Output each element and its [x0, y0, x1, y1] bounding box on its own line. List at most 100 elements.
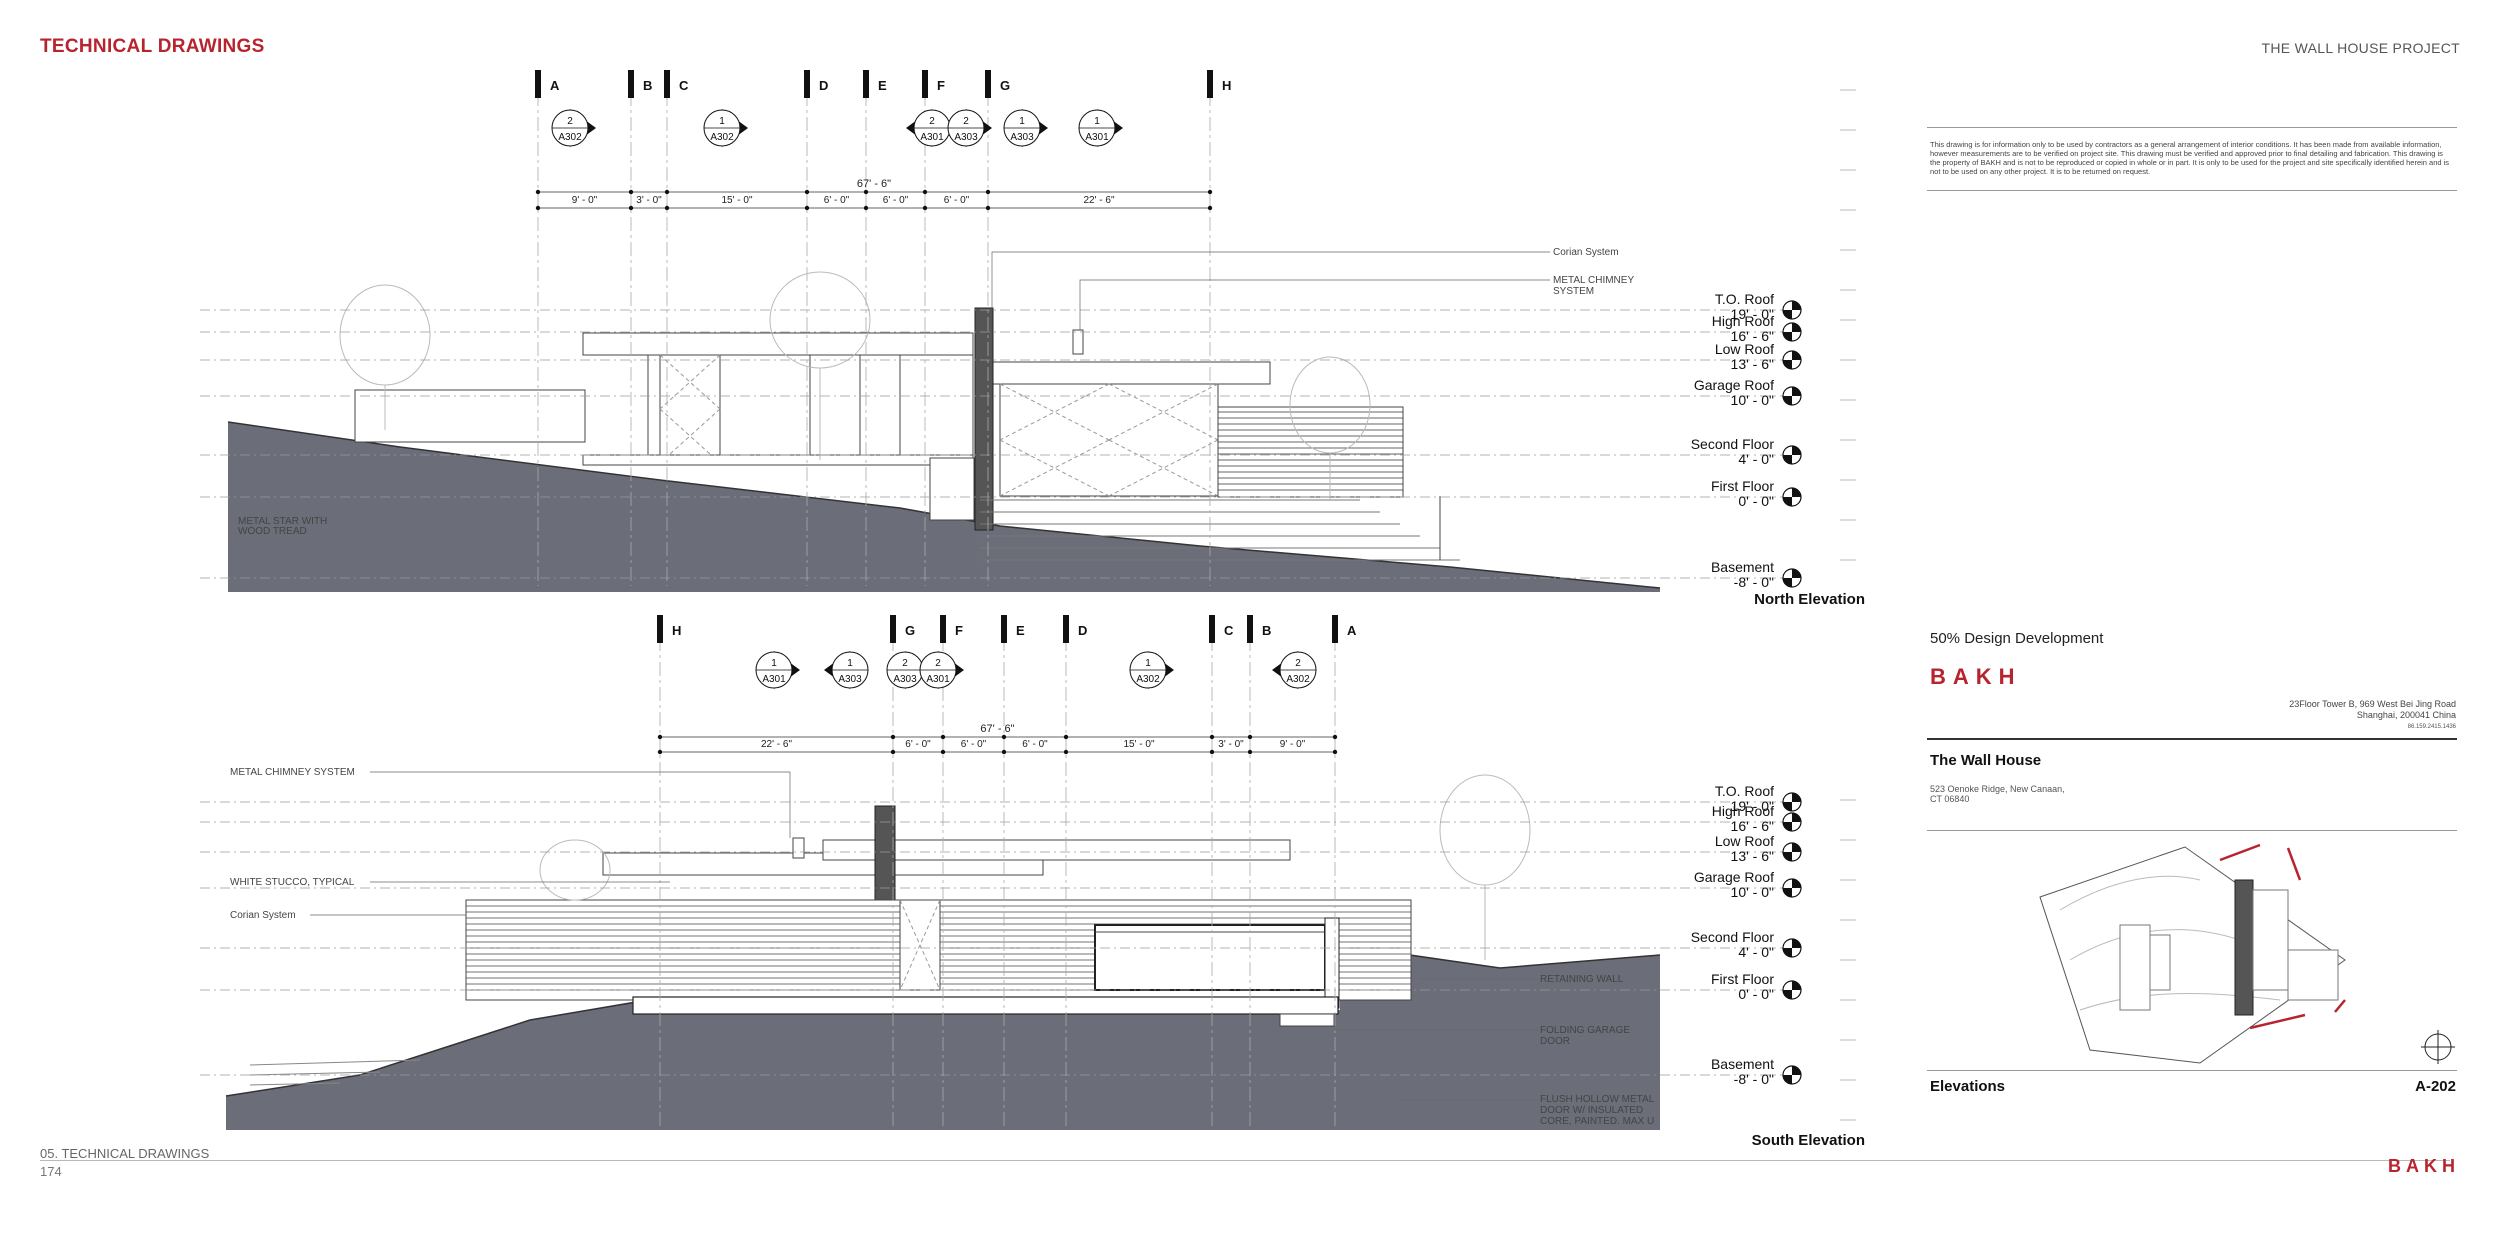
level-elevation: 16' - 6" — [1731, 328, 1774, 344]
section-number: 1 — [1145, 658, 1151, 669]
dimension-tick — [1001, 749, 1007, 755]
level-name: Low Roof — [1715, 833, 1774, 849]
section-number: 2 — [963, 116, 969, 127]
level-elevation: 19' - 0" — [1731, 306, 1774, 322]
callout-south-chimney: METAL CHIMNEY SYSTEM — [230, 767, 355, 778]
project-address-2: CT 06840 — [1930, 794, 1970, 804]
dimension-tick — [1332, 734, 1338, 740]
phase-label: 50% Design Development — [1930, 630, 2104, 647]
section-number: 1 — [1094, 116, 1100, 127]
level-marker-fill — [1792, 446, 1801, 455]
level-elevation: 4' - 0" — [1738, 451, 1774, 467]
dimension-tick — [657, 749, 663, 755]
overall-dimension: 67' - 6" — [980, 723, 1014, 735]
callout-leader — [991, 251, 1550, 310]
grid-marker — [940, 615, 946, 643]
grid-label: D — [1078, 623, 1087, 638]
dimension-tick — [804, 205, 810, 211]
level-marker-fill — [1792, 301, 1801, 310]
grid-label: B — [643, 78, 652, 93]
grid-label: B — [1262, 623, 1271, 638]
section-sheet-ref: A302 — [1286, 674, 1310, 685]
level-elevation: 10' - 0" — [1731, 884, 1774, 900]
dimension-value: 6' - 0" — [824, 195, 850, 206]
grid-label: F — [955, 623, 963, 638]
level-name: Garage Roof — [1694, 869, 1774, 885]
dimension-tick — [863, 205, 869, 211]
dimension-value: 6' - 0" — [944, 195, 970, 206]
dimension-value: 22' - 6" — [1083, 195, 1114, 206]
grid-label: H — [1222, 78, 1231, 93]
disclaimer-text: This drawing is for information only to … — [1930, 140, 2450, 176]
level-marker-fill — [1792, 351, 1801, 360]
level-name: High Roof — [1712, 803, 1774, 819]
level-marker-fill — [1783, 802, 1792, 811]
level-marker-fill — [1792, 323, 1801, 332]
project-name: The Wall House — [1930, 752, 2042, 769]
north-building — [354, 307, 1460, 561]
section-sheet-ref: A301 — [920, 132, 944, 143]
dimension-tick — [628, 205, 634, 211]
dimension-value: 9' - 0" — [1280, 739, 1306, 750]
edge-ticks — [1840, 89, 1856, 1121]
firm-logo: BAKH — [1930, 664, 2022, 689]
level-elevation: 16' - 6" — [1731, 818, 1774, 834]
grid-label: G — [905, 623, 915, 638]
level-marker-fill — [1783, 990, 1792, 999]
grid-marker — [863, 70, 869, 98]
level-name: Low Roof — [1715, 341, 1774, 357]
level-elevation: 13' - 6" — [1731, 356, 1774, 372]
level-marker-fill — [1792, 569, 1801, 578]
dimension-tick — [1001, 734, 1007, 740]
grid-marker — [890, 615, 896, 643]
grid-label: E — [1016, 623, 1025, 638]
dimension-tick — [985, 205, 991, 211]
level-marker-fill — [1792, 488, 1801, 497]
dimension-value: 15' - 0" — [1123, 739, 1154, 750]
dimension-tick — [1209, 749, 1215, 755]
firm-address-1: 23Floor Tower B, 969 West Bei Jing Road — [2289, 699, 2456, 709]
level-name: Second Floor — [1691, 929, 1775, 945]
grid-label: H — [672, 623, 681, 638]
section-sheet-ref: A301 — [762, 674, 786, 685]
grid-marker — [664, 70, 670, 98]
footer-divider — [40, 1160, 2450, 1161]
callout-hollow-door-2: DOOR W/ INSULATED — [1540, 1105, 1644, 1116]
level-marker-fill — [1783, 852, 1792, 861]
level-marker-fill — [1783, 360, 1792, 369]
level-marker-fill — [1792, 843, 1801, 852]
callout-garage-door-2: DOOR — [1540, 1036, 1570, 1047]
view-title: South Elevation — [1752, 1132, 1865, 1149]
dimension-value: 6' - 0" — [905, 739, 931, 750]
grid-marker — [1207, 70, 1213, 98]
level-marker-fill — [1783, 822, 1792, 831]
section-sheet-ref: A302 — [1136, 674, 1160, 685]
dimension-tick — [985, 189, 991, 195]
page-number: 174 — [40, 1164, 62, 1179]
north-ground — [228, 422, 1660, 592]
grid-marker — [628, 70, 634, 98]
grid-marker — [535, 70, 541, 98]
level-elevation: 4' - 0" — [1738, 944, 1774, 960]
callout-leader — [370, 771, 791, 838]
grid-marker — [1063, 615, 1069, 643]
level-name: Garage Roof — [1694, 377, 1774, 393]
level-marker-fill — [1792, 387, 1801, 396]
callout-chimney-2: SYSTEM — [1553, 286, 1595, 297]
dimension-tick — [1247, 749, 1253, 755]
level-marker-fill — [1783, 888, 1792, 897]
level-marker-fill — [1792, 879, 1801, 888]
callout-retaining-wall: RETAINING WALL — [1540, 974, 1624, 985]
level-elevation: 19' - 0" — [1731, 798, 1774, 814]
level-marker-fill — [1783, 578, 1792, 587]
level-marker-fill — [1783, 310, 1792, 319]
level-marker-fill — [1783, 1075, 1792, 1084]
callout-hollow-door-3: CORE, PAINTED. MAX U — [1540, 1116, 1655, 1127]
level-elevation: 0' - 0" — [1738, 986, 1774, 1002]
grid-marker — [1209, 615, 1215, 643]
level-marker-fill — [1783, 332, 1792, 341]
dimension-tick — [1207, 189, 1213, 195]
section-title: TECHNICAL DRAWINGS — [40, 36, 265, 57]
dimension-tick — [1207, 205, 1213, 211]
